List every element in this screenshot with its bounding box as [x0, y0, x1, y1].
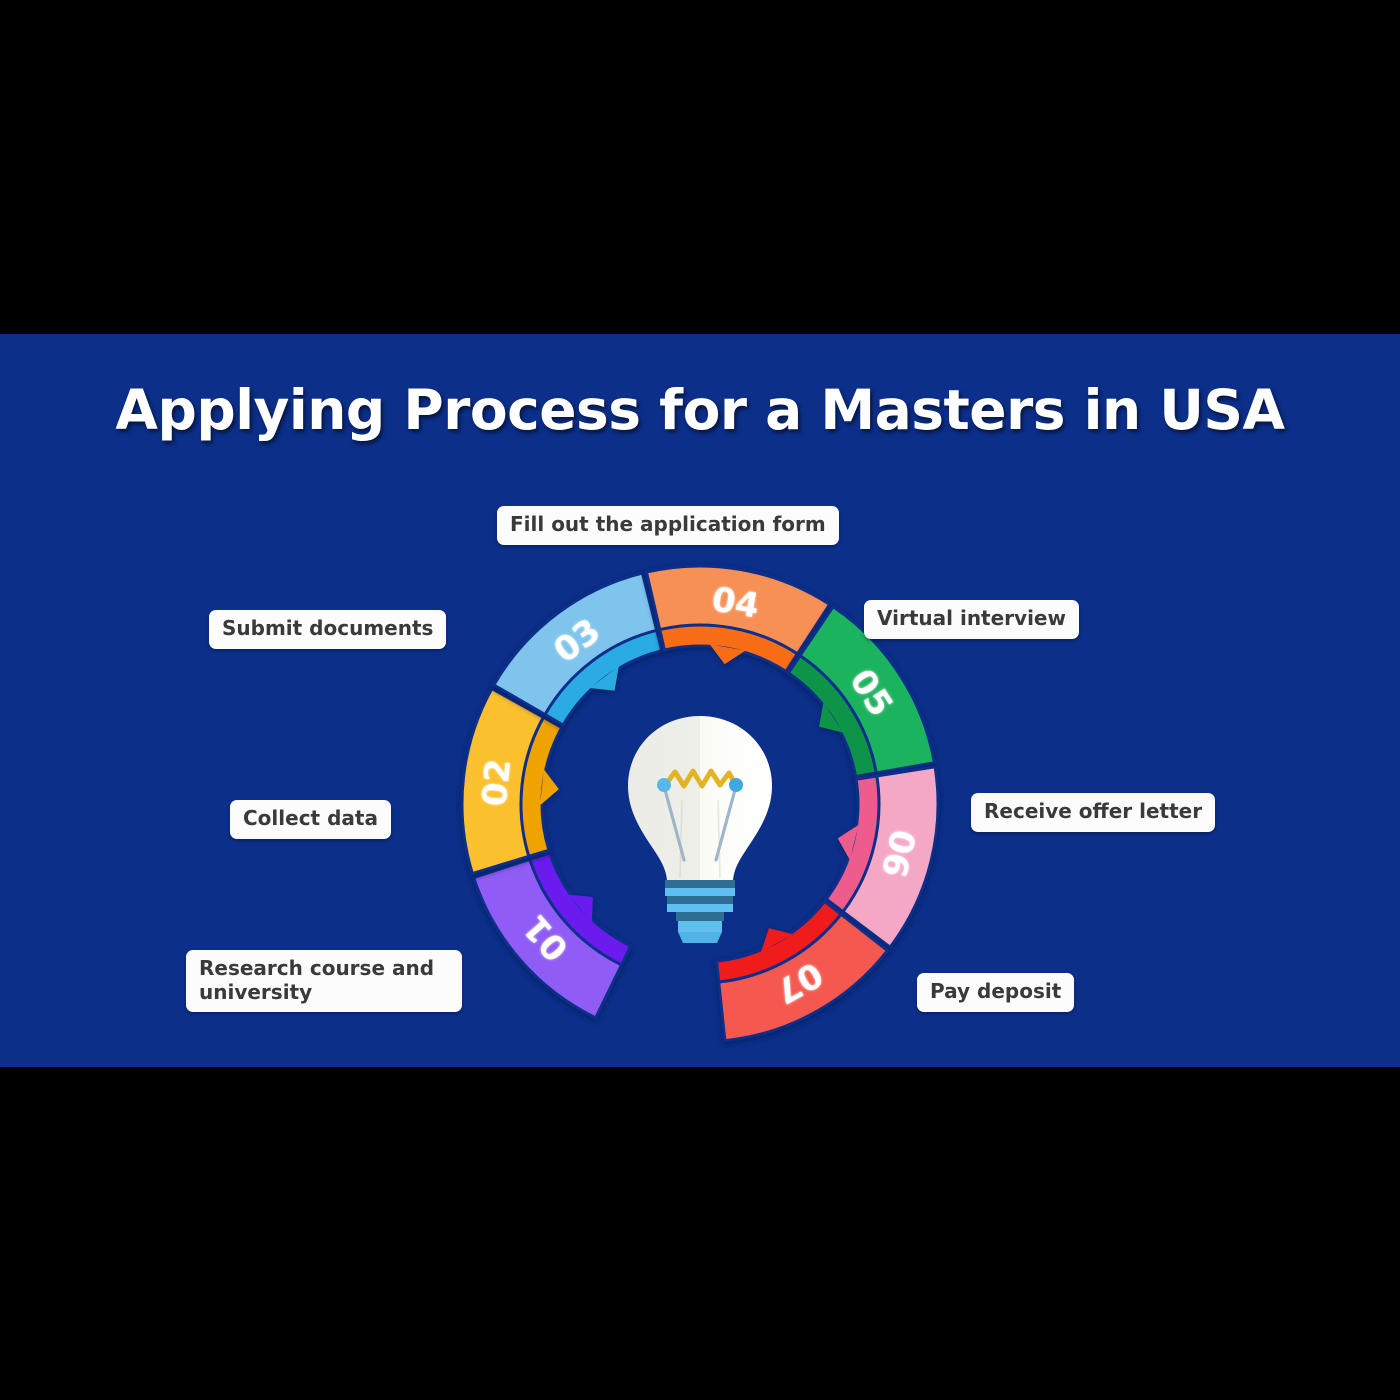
callout-step-01[interactable]: Research course and university [186, 950, 462, 1013]
wheel-segment-04[interactable]: 04 [644, 564, 832, 674]
callout-step-04[interactable]: Fill out the application form [497, 506, 839, 545]
callout-step-03[interactable]: Submit documents [209, 610, 447, 649]
segment-shade-01 [527, 850, 633, 967]
segment-notch-07 [761, 928, 793, 952]
wheel-segment-07[interactable]: 07 [714, 899, 890, 1043]
segment-notch-01 [568, 894, 593, 922]
segment-shade-06 [824, 774, 881, 914]
wheel-segment-02[interactable]: 02 [460, 686, 564, 876]
segment-number-04: 04 [709, 579, 763, 627]
wheel-segment-06[interactable]: 06 [824, 765, 940, 950]
segment-shade-03 [542, 628, 664, 728]
segment-shade-02 [519, 715, 564, 859]
wheel-segment-03[interactable]: 03 [491, 571, 664, 728]
wheel-segment-01[interactable]: 01 [471, 850, 633, 1020]
callout-step-02[interactable]: Collect data [230, 800, 391, 839]
segment-notch-06 [837, 824, 859, 861]
segment-notch-04 [709, 644, 746, 665]
segment-notch-03 [589, 666, 619, 691]
callout-step-06[interactable]: Receive offer letter [971, 793, 1216, 832]
callout-step-07[interactable]: Pay deposit [917, 973, 1075, 1012]
wheel-segment-05[interactable]: 05 [786, 604, 937, 779]
infographic-canvas: Applying Process for a Masters in USA 01… [0, 334, 1400, 1067]
segment-number-02: 02 [475, 757, 520, 808]
callout-step-05[interactable]: Virtual interview [864, 600, 1079, 639]
segment-notch-02 [540, 769, 559, 806]
segment-notch-05 [819, 702, 844, 733]
page-title: Applying Process for a Masters in USA [115, 378, 1285, 442]
lightbulb-icon [628, 716, 772, 943]
